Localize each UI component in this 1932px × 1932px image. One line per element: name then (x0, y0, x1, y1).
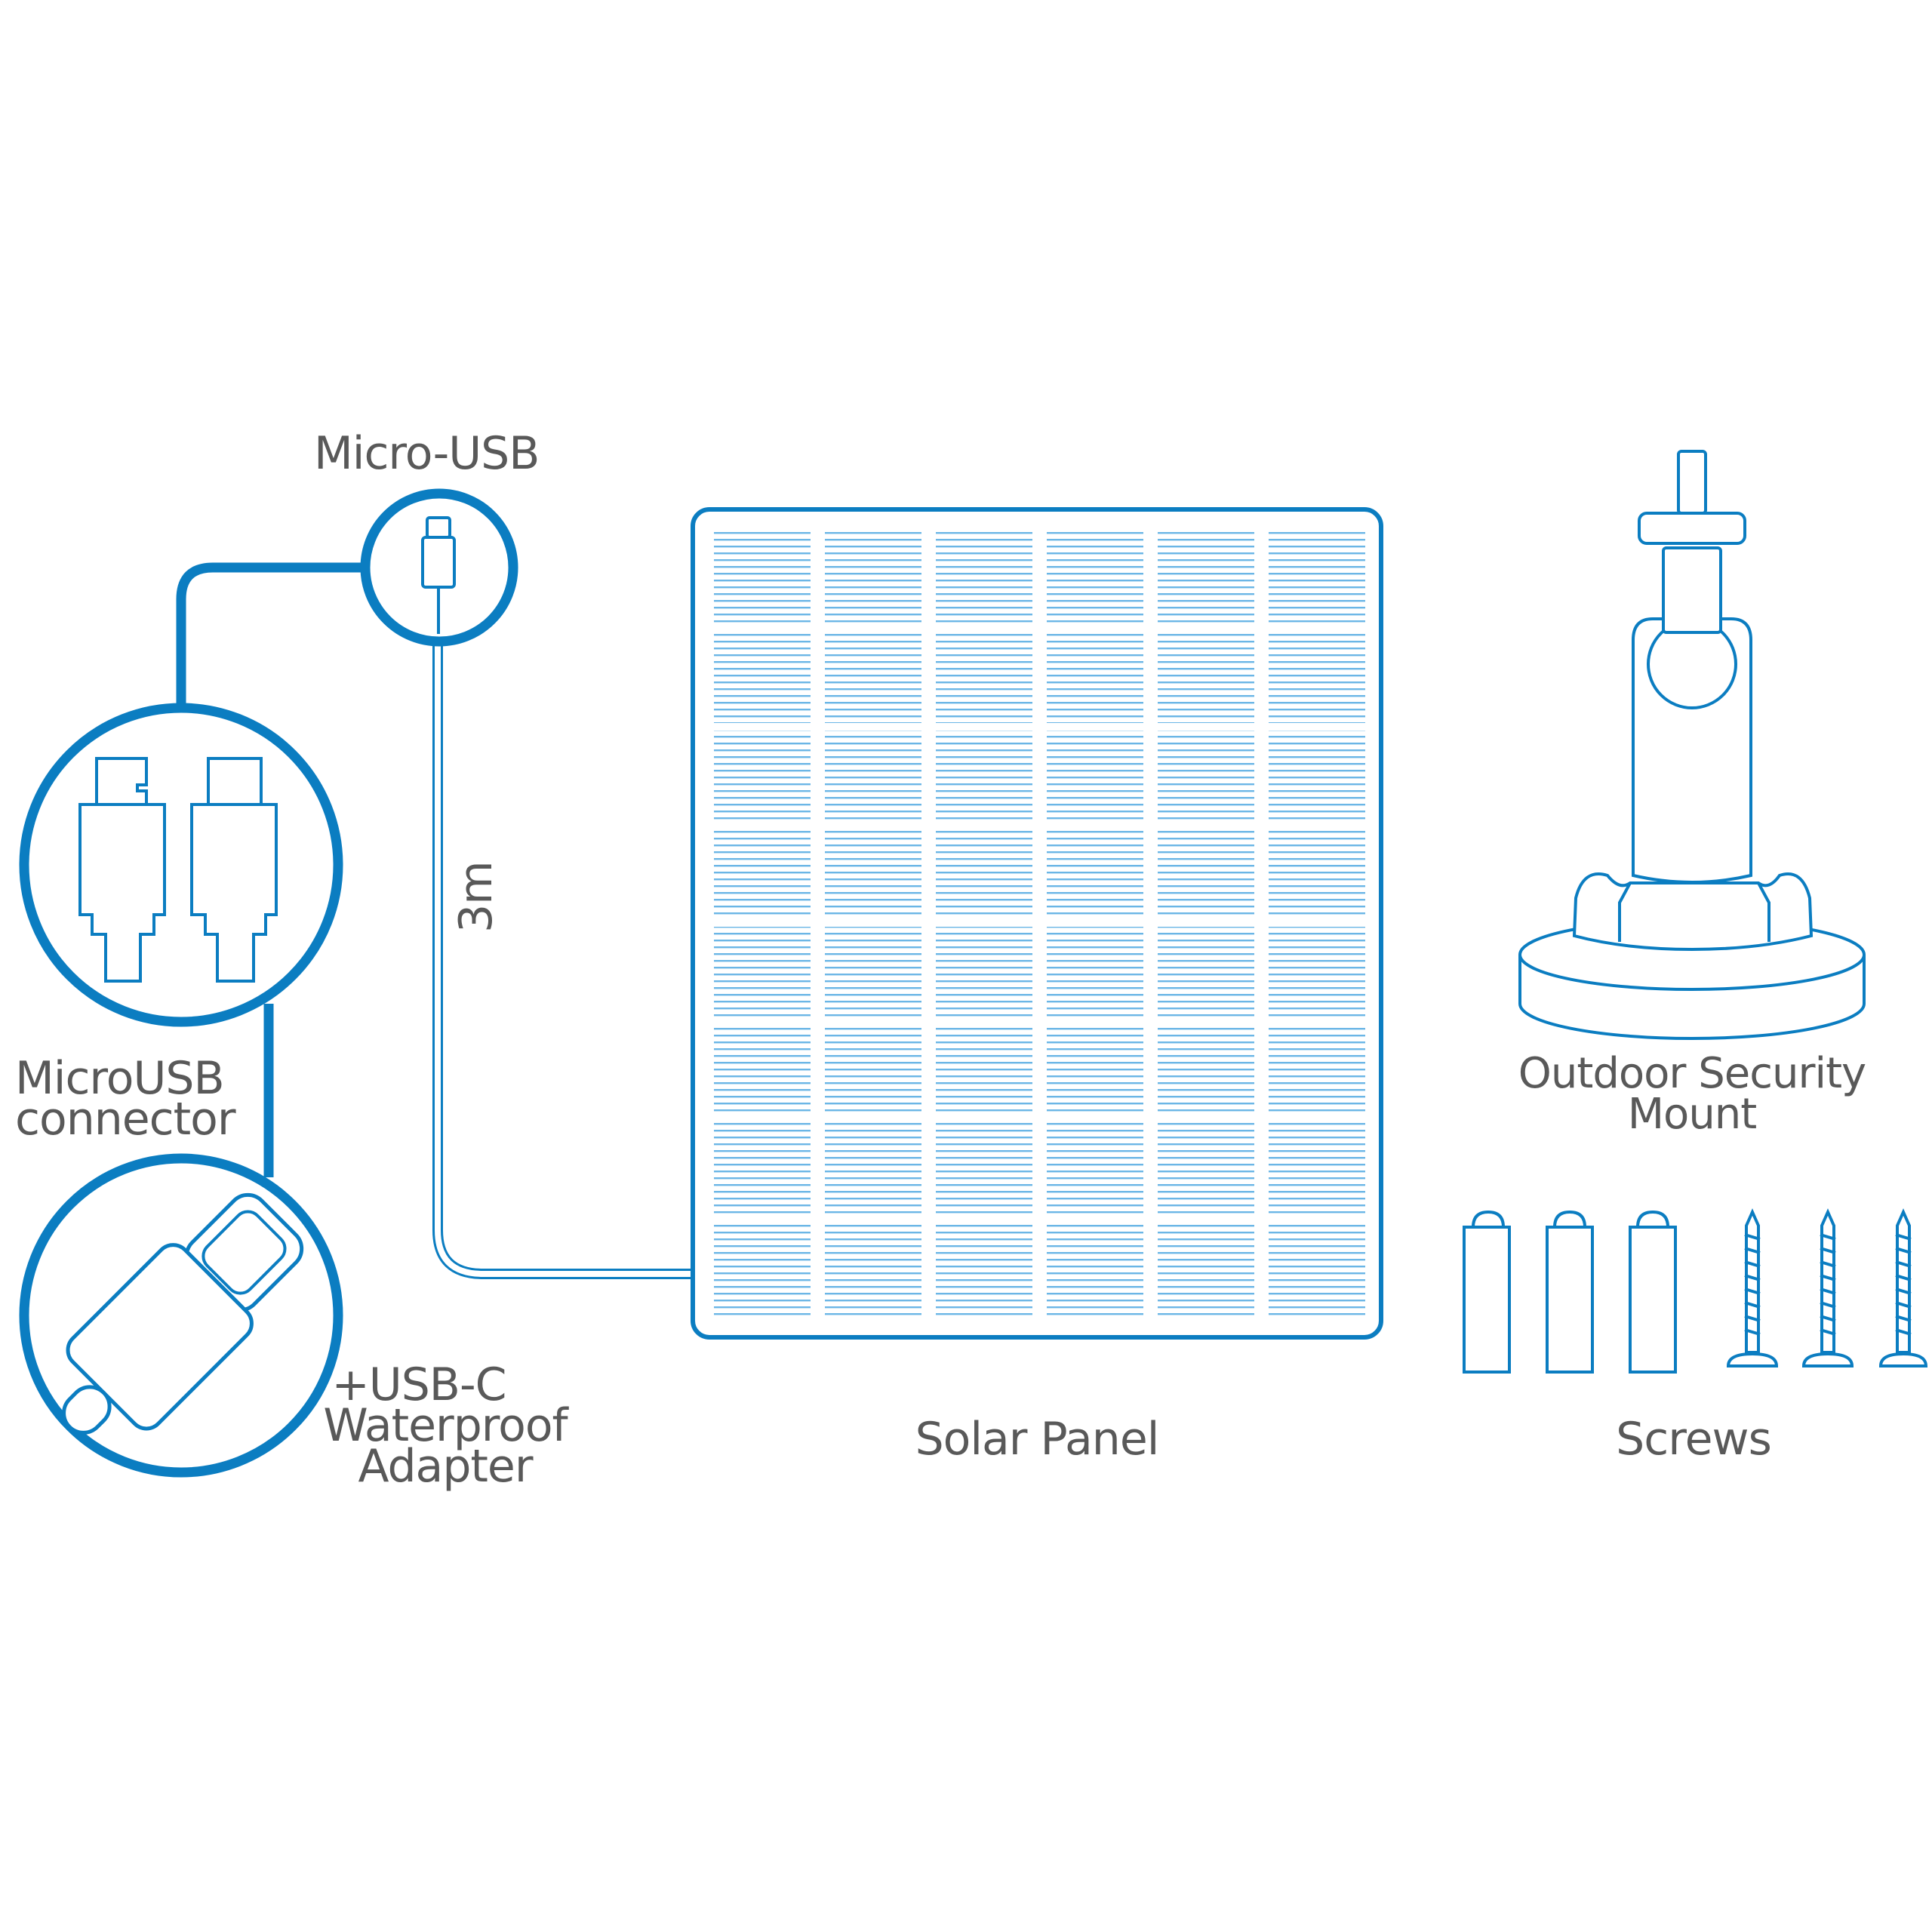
screw-icon (1726, 1208, 1779, 1367)
label-usbc-line3: Adapter (358, 1440, 533, 1493)
screw-icon (1801, 1208, 1854, 1367)
label-micro-usb: Micro-USB (314, 427, 540, 480)
usb-c-plug-icon (62, 1192, 304, 1435)
label-security-mount: Outdoor Security Mount (1503, 1049, 1881, 1139)
label-microusb-connector-line1: MicroUSB (15, 1052, 225, 1105)
connector-lines (176, 562, 367, 1177)
wall-anchor-icon (1546, 1210, 1594, 1374)
wall-anchors (1463, 1210, 1677, 1374)
line-micro-to-adapter (176, 562, 367, 713)
micro-usb-circle (360, 488, 518, 647)
label-usbc-line2: Waterproof (323, 1399, 568, 1452)
screw-icon (1878, 1208, 1928, 1367)
usb-c-circle (19, 1153, 343, 1478)
usb-adapter-pair-icon (78, 757, 278, 983)
solar-panel-icon (691, 507, 1383, 1340)
usb-adapter-circle (19, 703, 343, 1027)
label-usbc-line1: +USB-C (331, 1358, 507, 1411)
label-mount-line1: Outdoor Security (1518, 1049, 1866, 1098)
wall-anchor-icon (1629, 1210, 1677, 1374)
wall-anchor-icon (1463, 1210, 1511, 1374)
screws-group (1726, 1208, 1928, 1367)
label-microusb-connector: MicroUSB connector (15, 1052, 236, 1146)
label-solar-panel: Solar Panel (915, 1413, 1160, 1466)
cable (432, 634, 693, 1279)
label-microusb-connector-line2: connector (15, 1093, 236, 1146)
label-mount-line2: Mount (1627, 1090, 1758, 1139)
label-screws: Screws (1616, 1413, 1772, 1466)
label-usbc-adapter: +USB-C Waterproof Adapter (317, 1362, 574, 1493)
micro-usb-plug-icon (421, 516, 456, 634)
security-mount-icon (1518, 450, 1866, 1040)
label-cable-length: 3m (450, 861, 503, 933)
